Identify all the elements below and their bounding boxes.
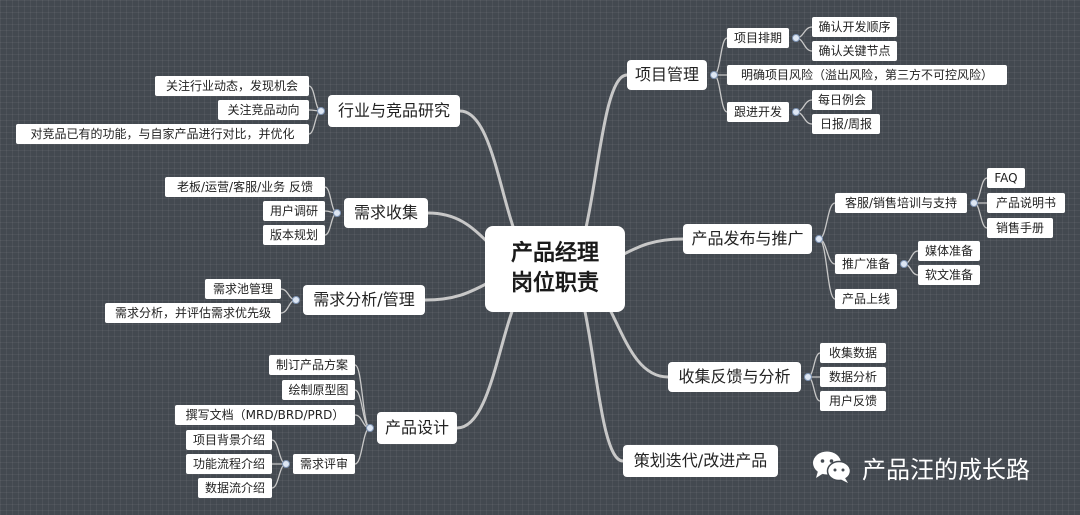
edge-node-sales-handbook	[973, 202, 988, 229]
edge-node-project-schedule	[713, 37, 728, 76]
collapse-toggle[interactable]	[317, 107, 325, 115]
node-promo-prep[interactable]: 推广准备	[835, 254, 897, 274]
node-product-plan[interactable]: 制订产品方案	[269, 355, 355, 375]
collapse-toggle[interactable]	[970, 199, 978, 207]
node-requirement-analysis[interactable]: 需求分析/管理	[303, 285, 425, 315]
node-feedback-analysis[interactable]: 收集反馈与分析	[668, 362, 801, 392]
node-version-planning[interactable]: 版本规划	[263, 225, 325, 245]
root-line-2: 岗位职责	[510, 271, 599, 296]
node-faq[interactable]: FAQ	[987, 168, 1025, 188]
collapse-toggle[interactable]	[792, 34, 800, 42]
edge-node-cs-sales-training	[818, 202, 836, 240]
node-confirm-milestones[interactable]: 确认关键节点	[812, 41, 897, 61]
node-collect-data[interactable]: 收集数据	[820, 343, 886, 363]
collapse-toggle[interactable]	[333, 209, 341, 217]
brand-watermark: 产品汪的成长路	[812, 444, 1030, 490]
edge-node-user-feedback	[807, 376, 821, 402]
node-product-design[interactable]: 产品设计	[377, 412, 457, 444]
node-product-launch[interactable]: 产品上线	[835, 289, 897, 309]
node-requirement-review[interactable]: 需求评审	[293, 454, 355, 474]
collapse-toggle[interactable]	[366, 424, 374, 432]
edge-node-requirement-review	[354, 427, 371, 465]
node-dataflow-intro[interactable]: 数据流介绍	[198, 478, 272, 498]
node-user-research[interactable]: 用户调研	[263, 201, 325, 221]
node-release-promotion[interactable]: 产品发布与推广	[683, 224, 812, 254]
collapse-toggle[interactable]	[292, 296, 300, 304]
node-data-analysis[interactable]: 数据分析	[820, 367, 886, 387]
collapse-toggle[interactable]	[282, 460, 290, 468]
edge-node-follow-dev	[713, 74, 728, 113]
node-competitor-moves[interactable]: 关注竞品动向	[218, 100, 309, 120]
node-industry-trends[interactable]: 关注行业动态，发现机会	[155, 76, 309, 96]
node-daily-weekly-report[interactable]: 日报/周报	[812, 114, 880, 134]
node-user-feedback[interactable]: 用户反馈	[820, 391, 886, 411]
wechat-icon	[813, 451, 852, 483]
node-daily-standup[interactable]: 每日例会	[812, 90, 872, 110]
node-project-schedule[interactable]: 项目排期	[727, 28, 789, 48]
brand-text: 产品汪的成长路	[862, 455, 1030, 484]
collapse-toggle[interactable]	[804, 373, 812, 381]
node-sales-handbook[interactable]: 销售手册	[987, 218, 1053, 238]
collapse-toggle[interactable]	[710, 71, 718, 79]
node-project-risk[interactable]: 明确项目风险（溢出风险，第三方不可控风险）	[727, 65, 1007, 85]
node-iterate-product[interactable]: 策划迭代/改进产品	[623, 445, 778, 477]
node-flow-intro[interactable]: 功能流程介绍	[186, 454, 272, 474]
node-industry-research[interactable]: 行业与竞品研究	[328, 95, 460, 127]
node-stakeholder-feedback[interactable]: 老板/运营/客服/业务 反馈	[165, 177, 325, 197]
node-article-prep[interactable]: 软文准备	[918, 265, 980, 285]
node-product-manual[interactable]: 产品说明书	[987, 193, 1065, 213]
node-follow-dev[interactable]: 跟进开发	[727, 102, 789, 122]
edge-node-product-plan	[354, 364, 371, 429]
collapse-toggle[interactable]	[900, 260, 908, 268]
root-line-1: 产品经理	[510, 241, 599, 266]
node-project-management[interactable]: 项目管理	[627, 60, 707, 90]
node-media-prep[interactable]: 媒体准备	[918, 241, 980, 261]
node-confirm-dev-order[interactable]: 确认开发顺序	[812, 17, 897, 37]
node-background-intro[interactable]: 项目背景介绍	[186, 430, 272, 450]
node-competitor-compare[interactable]: 对竞品已有的功能，与自家产品进行对比，并优化	[16, 124, 309, 144]
root-node[interactable]: 产品经理 岗位职责	[485, 226, 625, 312]
node-write-docs[interactable]: 撰写文档（MRD/BRD/PRD）	[175, 405, 355, 425]
node-priority-evaluation[interactable]: 需求分析，并评估需求优先级	[105, 303, 281, 323]
collapse-toggle[interactable]	[815, 235, 823, 243]
node-prototype[interactable]: 绘制原型图	[282, 380, 355, 400]
edge-node-product-launch	[818, 238, 836, 300]
node-requirement-pool[interactable]: 需求池管理	[205, 279, 281, 299]
collapse-toggle[interactable]	[792, 108, 800, 116]
node-requirement-collection[interactable]: 需求收集	[344, 198, 428, 228]
node-cs-sales-training[interactable]: 客服/销售培训与支持	[835, 193, 967, 213]
